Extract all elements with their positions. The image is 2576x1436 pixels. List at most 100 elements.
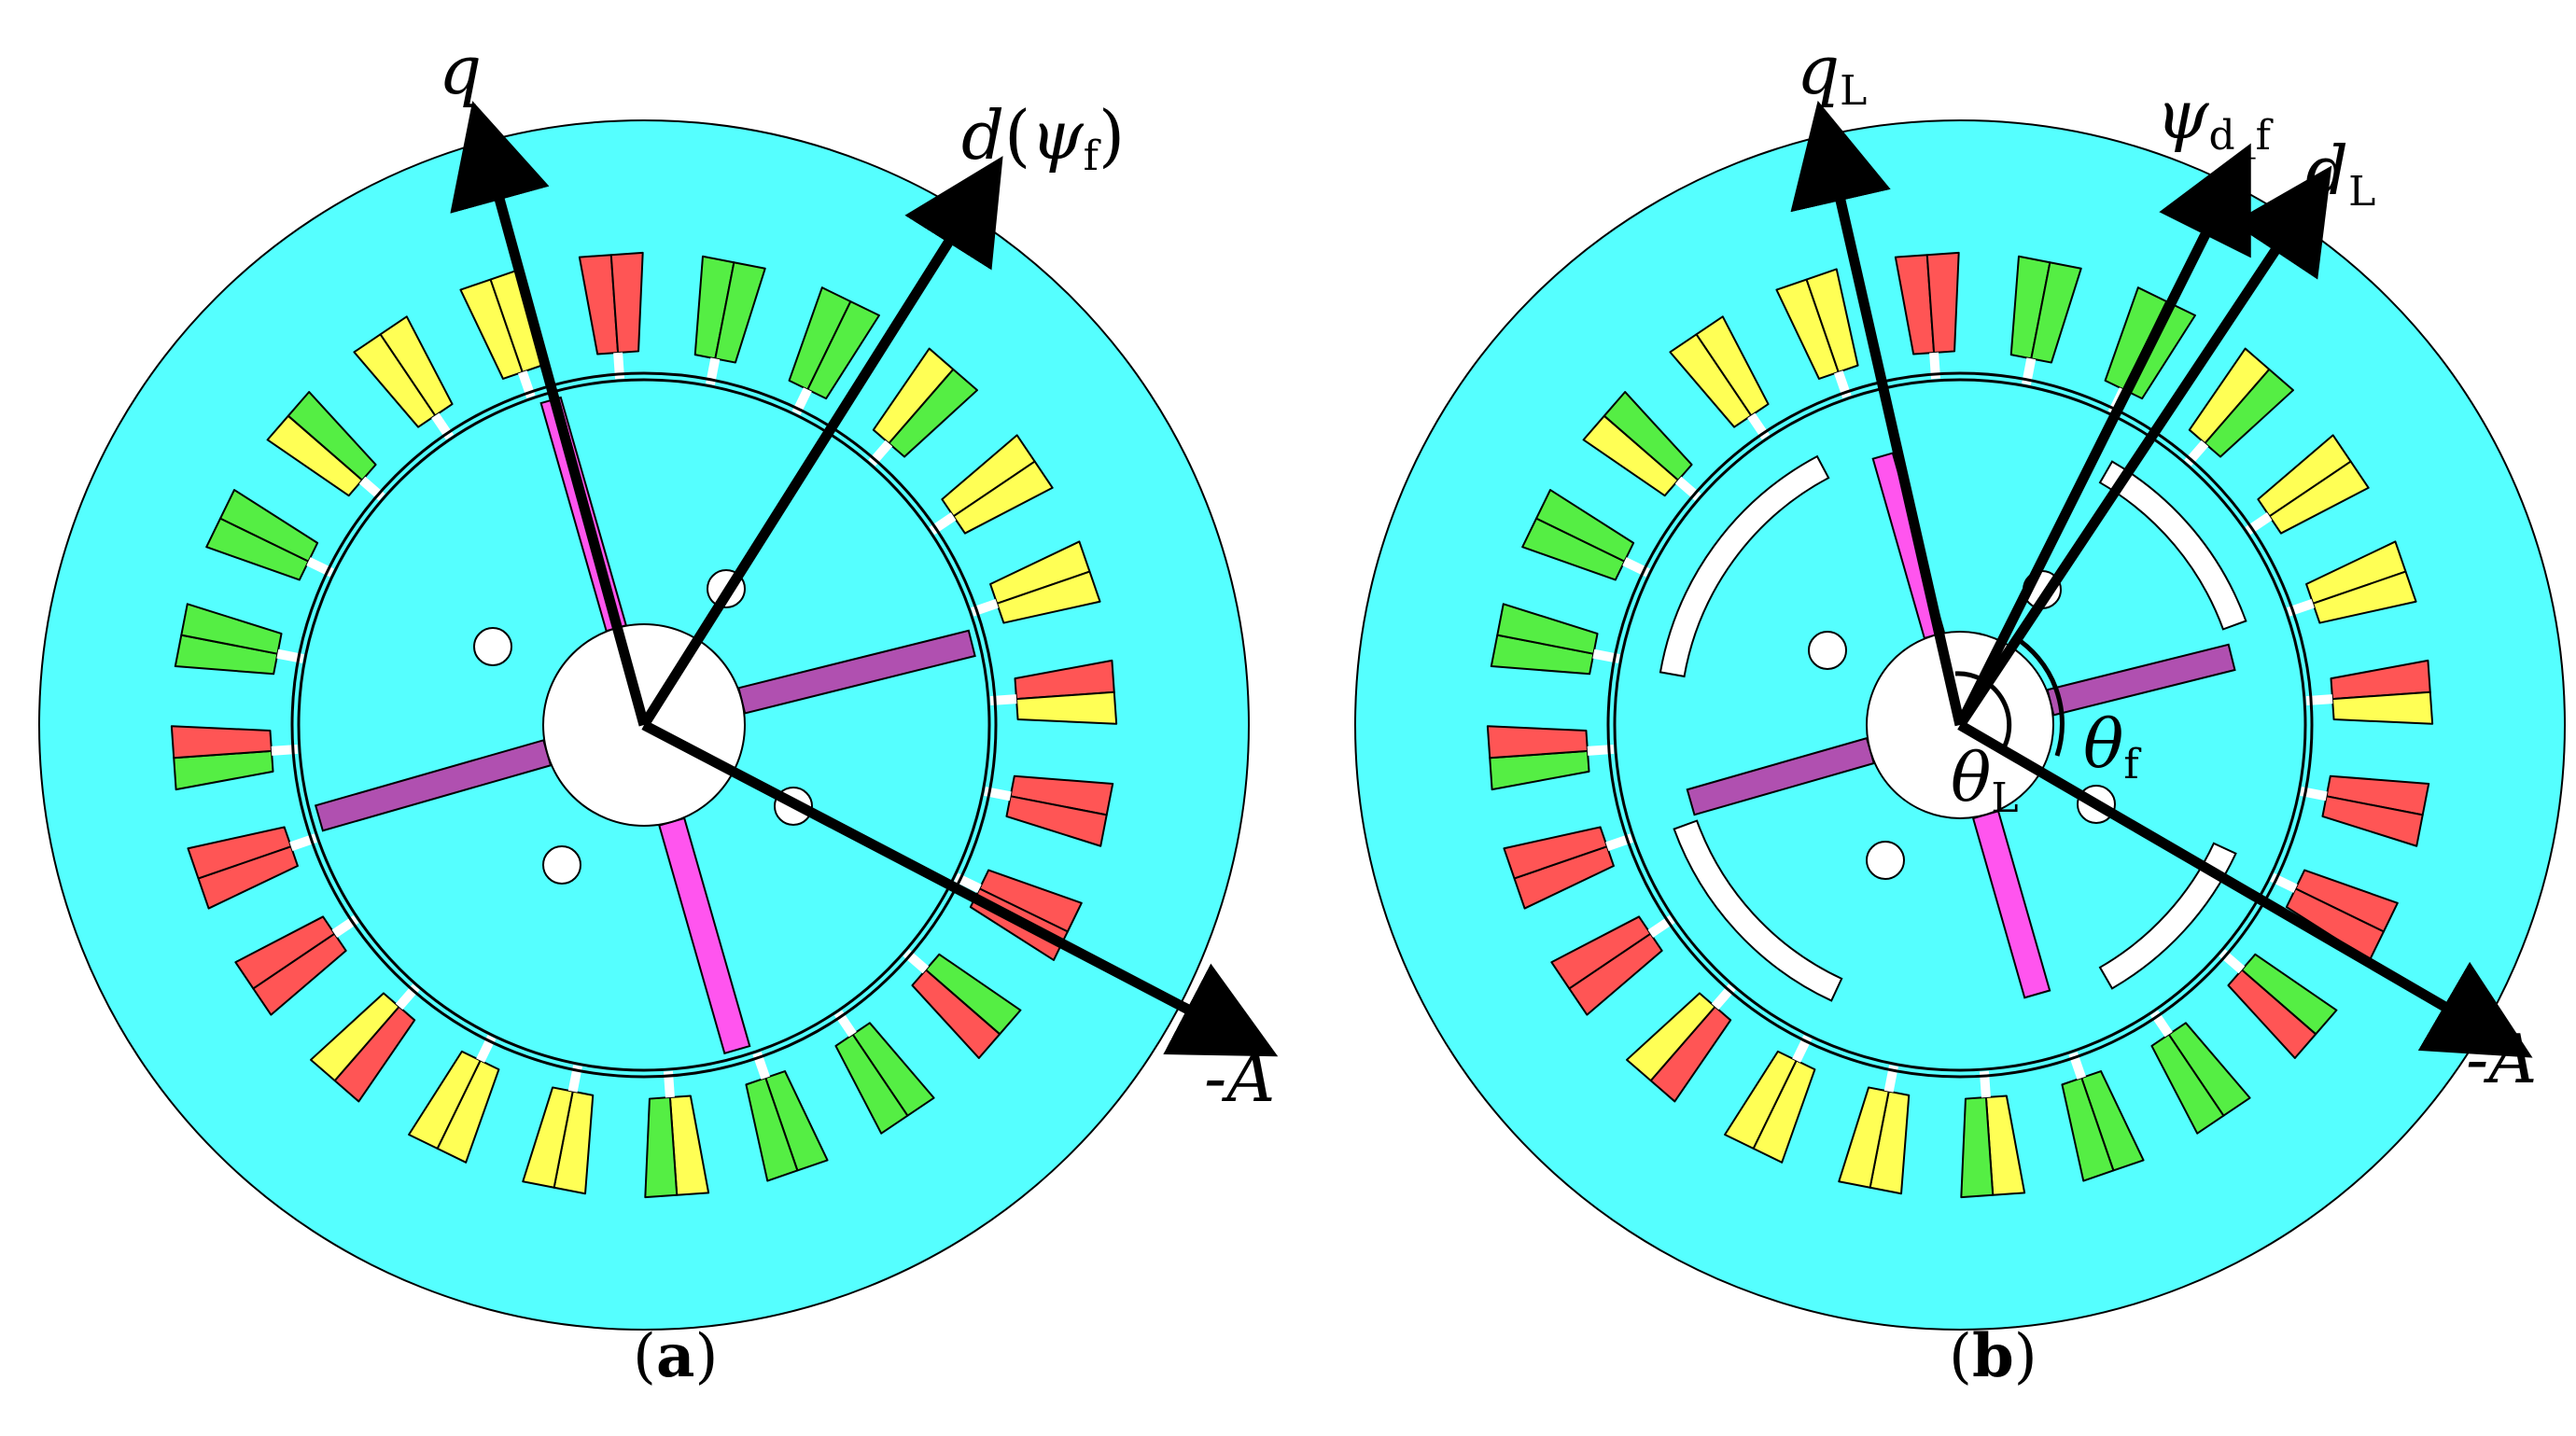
theta-f-subscript: f xyxy=(2123,741,2141,788)
rotor-hole xyxy=(1808,631,1847,670)
slot-coil-right xyxy=(379,315,454,417)
psi-subscript: f xyxy=(1084,132,1101,180)
slot-coil-right xyxy=(745,1077,799,1182)
theta-f-arc xyxy=(2011,634,2065,757)
minus-a-label: -A xyxy=(1204,1039,1275,1117)
d-psi-f-label: d(ψf) xyxy=(961,96,1125,180)
slot-coil-right xyxy=(644,1096,679,1199)
theta-l-main: θ xyxy=(1951,738,1991,816)
slot-coil-right xyxy=(1550,915,1652,990)
minus-a-axis-arrow xyxy=(641,720,1279,1057)
slot-coil-right xyxy=(1925,251,1960,354)
slot-coil-right xyxy=(2150,1033,2225,1135)
stator-slots xyxy=(170,251,1118,1199)
slot-coil-right xyxy=(2331,690,2434,725)
slot-coil-right xyxy=(310,992,400,1082)
slot-coil-right xyxy=(2227,969,2317,1059)
theta-l-arc xyxy=(1954,671,2012,753)
q-l-axis-arrow xyxy=(1790,100,1966,727)
caption-a-open: ( xyxy=(633,1322,656,1391)
d-l-main: d xyxy=(2305,132,2348,210)
slot-coil-right xyxy=(234,915,336,990)
caption-a: (a) xyxy=(633,1321,718,1391)
air-gap-outer xyxy=(1606,371,2314,1079)
caption-a-close: ) xyxy=(694,1322,718,1391)
slot-coil-right xyxy=(996,570,1101,624)
slot-coil-right xyxy=(522,1086,574,1189)
slot-coil-right xyxy=(187,826,292,880)
rotor-flux-barriers xyxy=(1659,454,2247,1002)
theta-f-label: θf xyxy=(2083,704,2141,788)
slot-coil-right xyxy=(609,251,644,354)
flux-barrier xyxy=(1659,454,1830,678)
slot-coil-right xyxy=(1496,603,1599,655)
caption-b-close: ) xyxy=(2014,1322,2037,1391)
panel-a-stator-rotor-diagram: q d(ψf) -A (a) xyxy=(38,31,1279,1391)
minus-a-axis-arrow xyxy=(1957,720,2533,1058)
slot-coil-right xyxy=(2268,460,2370,535)
slot-coil-right xyxy=(1603,391,1693,481)
d-label: d xyxy=(961,96,1004,174)
slot-coil-right xyxy=(1626,992,1716,1082)
d-label-open: ( xyxy=(1004,96,1030,174)
slot-coil-right xyxy=(180,603,283,655)
slot-coil-right xyxy=(1005,795,1108,847)
q-l-label: qL xyxy=(1797,31,1867,115)
slot-coil-right xyxy=(2030,261,2082,364)
minus-a-label: -A xyxy=(2466,1020,2537,1098)
slot-coil-right xyxy=(1695,315,1770,417)
flux-barrier xyxy=(2098,460,2247,631)
slot-coil-right xyxy=(287,391,377,481)
slot-coil-right xyxy=(952,460,1054,535)
slot-coil-right xyxy=(1960,1096,1995,1199)
slot-coil-right xyxy=(1503,826,1608,880)
d-l-label: dL xyxy=(2305,132,2375,216)
psi-d-f-axis-arrow xyxy=(1955,143,2251,728)
rotor-hole xyxy=(542,845,581,885)
slot-coil-right xyxy=(2321,795,2424,847)
slot-coil-right xyxy=(714,261,766,364)
q-axis-arrow xyxy=(450,101,650,727)
caption-b: (b) xyxy=(1949,1321,2037,1391)
psi-d-f-main: ψ xyxy=(2156,76,2210,154)
slot-coil-right xyxy=(2204,368,2294,458)
slot-coil-right xyxy=(911,969,1001,1059)
caption-b-open: ( xyxy=(1949,1322,1972,1391)
q-l-subscript: L xyxy=(1840,67,1867,115)
caption-b-letter: b xyxy=(1972,1321,2014,1391)
flux-barrier xyxy=(2098,842,2237,990)
d-l-axis-arrow xyxy=(1955,165,2332,729)
slot-coil-right xyxy=(170,725,273,760)
panel-b-stator-rotor-diagram: qL ψd_f dL -A θL θf (b) xyxy=(1354,31,2566,1391)
d-axis-arrow xyxy=(639,156,1003,728)
rotor-hole xyxy=(473,627,512,666)
slot-coil-right xyxy=(1838,1086,1890,1189)
slot-coil-right xyxy=(219,489,319,563)
slot-coil-right xyxy=(806,300,880,400)
theta-l-label: θL xyxy=(1951,738,2019,822)
psi-label: ψ xyxy=(1030,96,1085,174)
theta-l-subscript: L xyxy=(1991,774,2018,822)
q-l-main: q xyxy=(1797,31,1840,109)
q-axis-label: q xyxy=(439,31,482,109)
rotor-hole xyxy=(1866,841,1905,880)
slot-coil-right xyxy=(834,1033,909,1135)
slot-coil-right xyxy=(888,368,978,458)
caption-a-letter: a xyxy=(656,1321,694,1391)
slot-coil-right xyxy=(1724,1050,1798,1150)
d-label-close: ) xyxy=(1099,96,1125,174)
d-l-subscript: L xyxy=(2348,168,2375,216)
slot-coil-right xyxy=(1015,690,1118,725)
slot-coil-right xyxy=(1535,489,1635,563)
theta-f-main: θ xyxy=(2083,704,2123,783)
air-gap-outer xyxy=(290,371,998,1079)
slot-coil-right xyxy=(1486,725,1589,760)
slot-coil-right xyxy=(408,1050,482,1150)
slot-coil-right xyxy=(2061,1077,2115,1182)
flux-barrier xyxy=(1673,819,1843,1002)
psi-d-f-subscript: d_f xyxy=(2208,112,2273,160)
slot-coil-right xyxy=(2312,570,2417,624)
slot-coil-right xyxy=(1805,268,1859,373)
psi-d-f-label: ψd_f xyxy=(2156,76,2274,160)
